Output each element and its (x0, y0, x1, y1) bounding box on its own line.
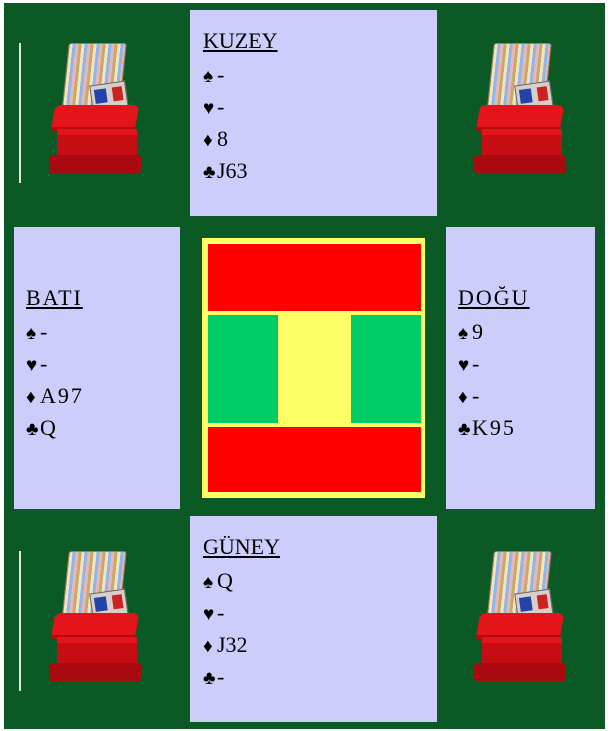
bidding-box-icon (49, 551, 141, 691)
spade-icon: ♠ (26, 319, 40, 349)
east-title: DOĞU (458, 283, 595, 313)
bidding-box-icon (474, 43, 566, 183)
diamond-icon: ♦ (26, 383, 40, 413)
center-table (202, 238, 425, 498)
west-spades: ♠- (26, 317, 180, 349)
south-title: GÜNEY (203, 532, 437, 562)
bridge-table: KUZEY ♠- ♥- ♦8 ♣J63 BATI ♠- ♥- ♦A97 ♣Q D… (4, 3, 605, 729)
spade-icon: ♠ (458, 319, 472, 349)
south-hand: GÜNEY ♠Q ♥- ♦J32 ♣- (190, 516, 437, 722)
club-icon: ♣ (458, 415, 472, 445)
north-clubs: ♣J63 (203, 156, 437, 188)
heart-icon: ♥ (26, 351, 40, 381)
north-hand: KUZEY ♠- ♥- ♦8 ♣J63 (190, 10, 437, 216)
heart-icon: ♥ (203, 94, 217, 124)
west-clubs: ♣Q (26, 413, 180, 445)
west-diamonds: ♦A97 (26, 381, 180, 413)
west-title: BATI (26, 283, 180, 313)
center-red-bottom (208, 427, 421, 492)
club-icon: ♣ (203, 158, 217, 188)
south-hearts: ♥- (203, 598, 437, 630)
north-hearts: ♥- (203, 92, 437, 124)
diamond-icon: ♦ (203, 126, 217, 156)
center-red-top (208, 244, 421, 311)
center-green-left (208, 315, 278, 423)
divider-line (19, 43, 21, 183)
south-diamonds: ♦J32 (203, 630, 437, 662)
east-hearts: ♥- (458, 349, 595, 381)
diamond-icon: ♦ (203, 632, 217, 662)
north-diamonds: ♦8 (203, 124, 437, 156)
bidding-box-icon (49, 43, 141, 183)
north-title: KUZEY (203, 26, 437, 56)
south-clubs: ♣- (203, 662, 437, 694)
east-spades: ♠9 (458, 317, 595, 349)
west-hand: BATI ♠- ♥- ♦A97 ♣Q (14, 227, 180, 509)
divider-line (19, 551, 21, 691)
heart-icon: ♥ (203, 600, 217, 630)
east-clubs: ♣K95 (458, 413, 595, 445)
club-icon: ♣ (203, 664, 217, 694)
center-yellow-middle (278, 315, 351, 423)
west-hearts: ♥- (26, 349, 180, 381)
diamond-icon: ♦ (458, 383, 472, 413)
spade-icon: ♠ (203, 568, 217, 598)
north-spades: ♠- (203, 60, 437, 92)
heart-icon: ♥ (458, 351, 472, 381)
east-hand: DOĞU ♠9 ♥- ♦- ♣K95 (446, 227, 595, 509)
east-diamonds: ♦- (458, 381, 595, 413)
south-spades: ♠Q (203, 566, 437, 598)
spade-icon: ♠ (203, 62, 217, 92)
club-icon: ♣ (26, 415, 40, 445)
center-green-right (351, 315, 421, 423)
bidding-box-icon (474, 551, 566, 691)
